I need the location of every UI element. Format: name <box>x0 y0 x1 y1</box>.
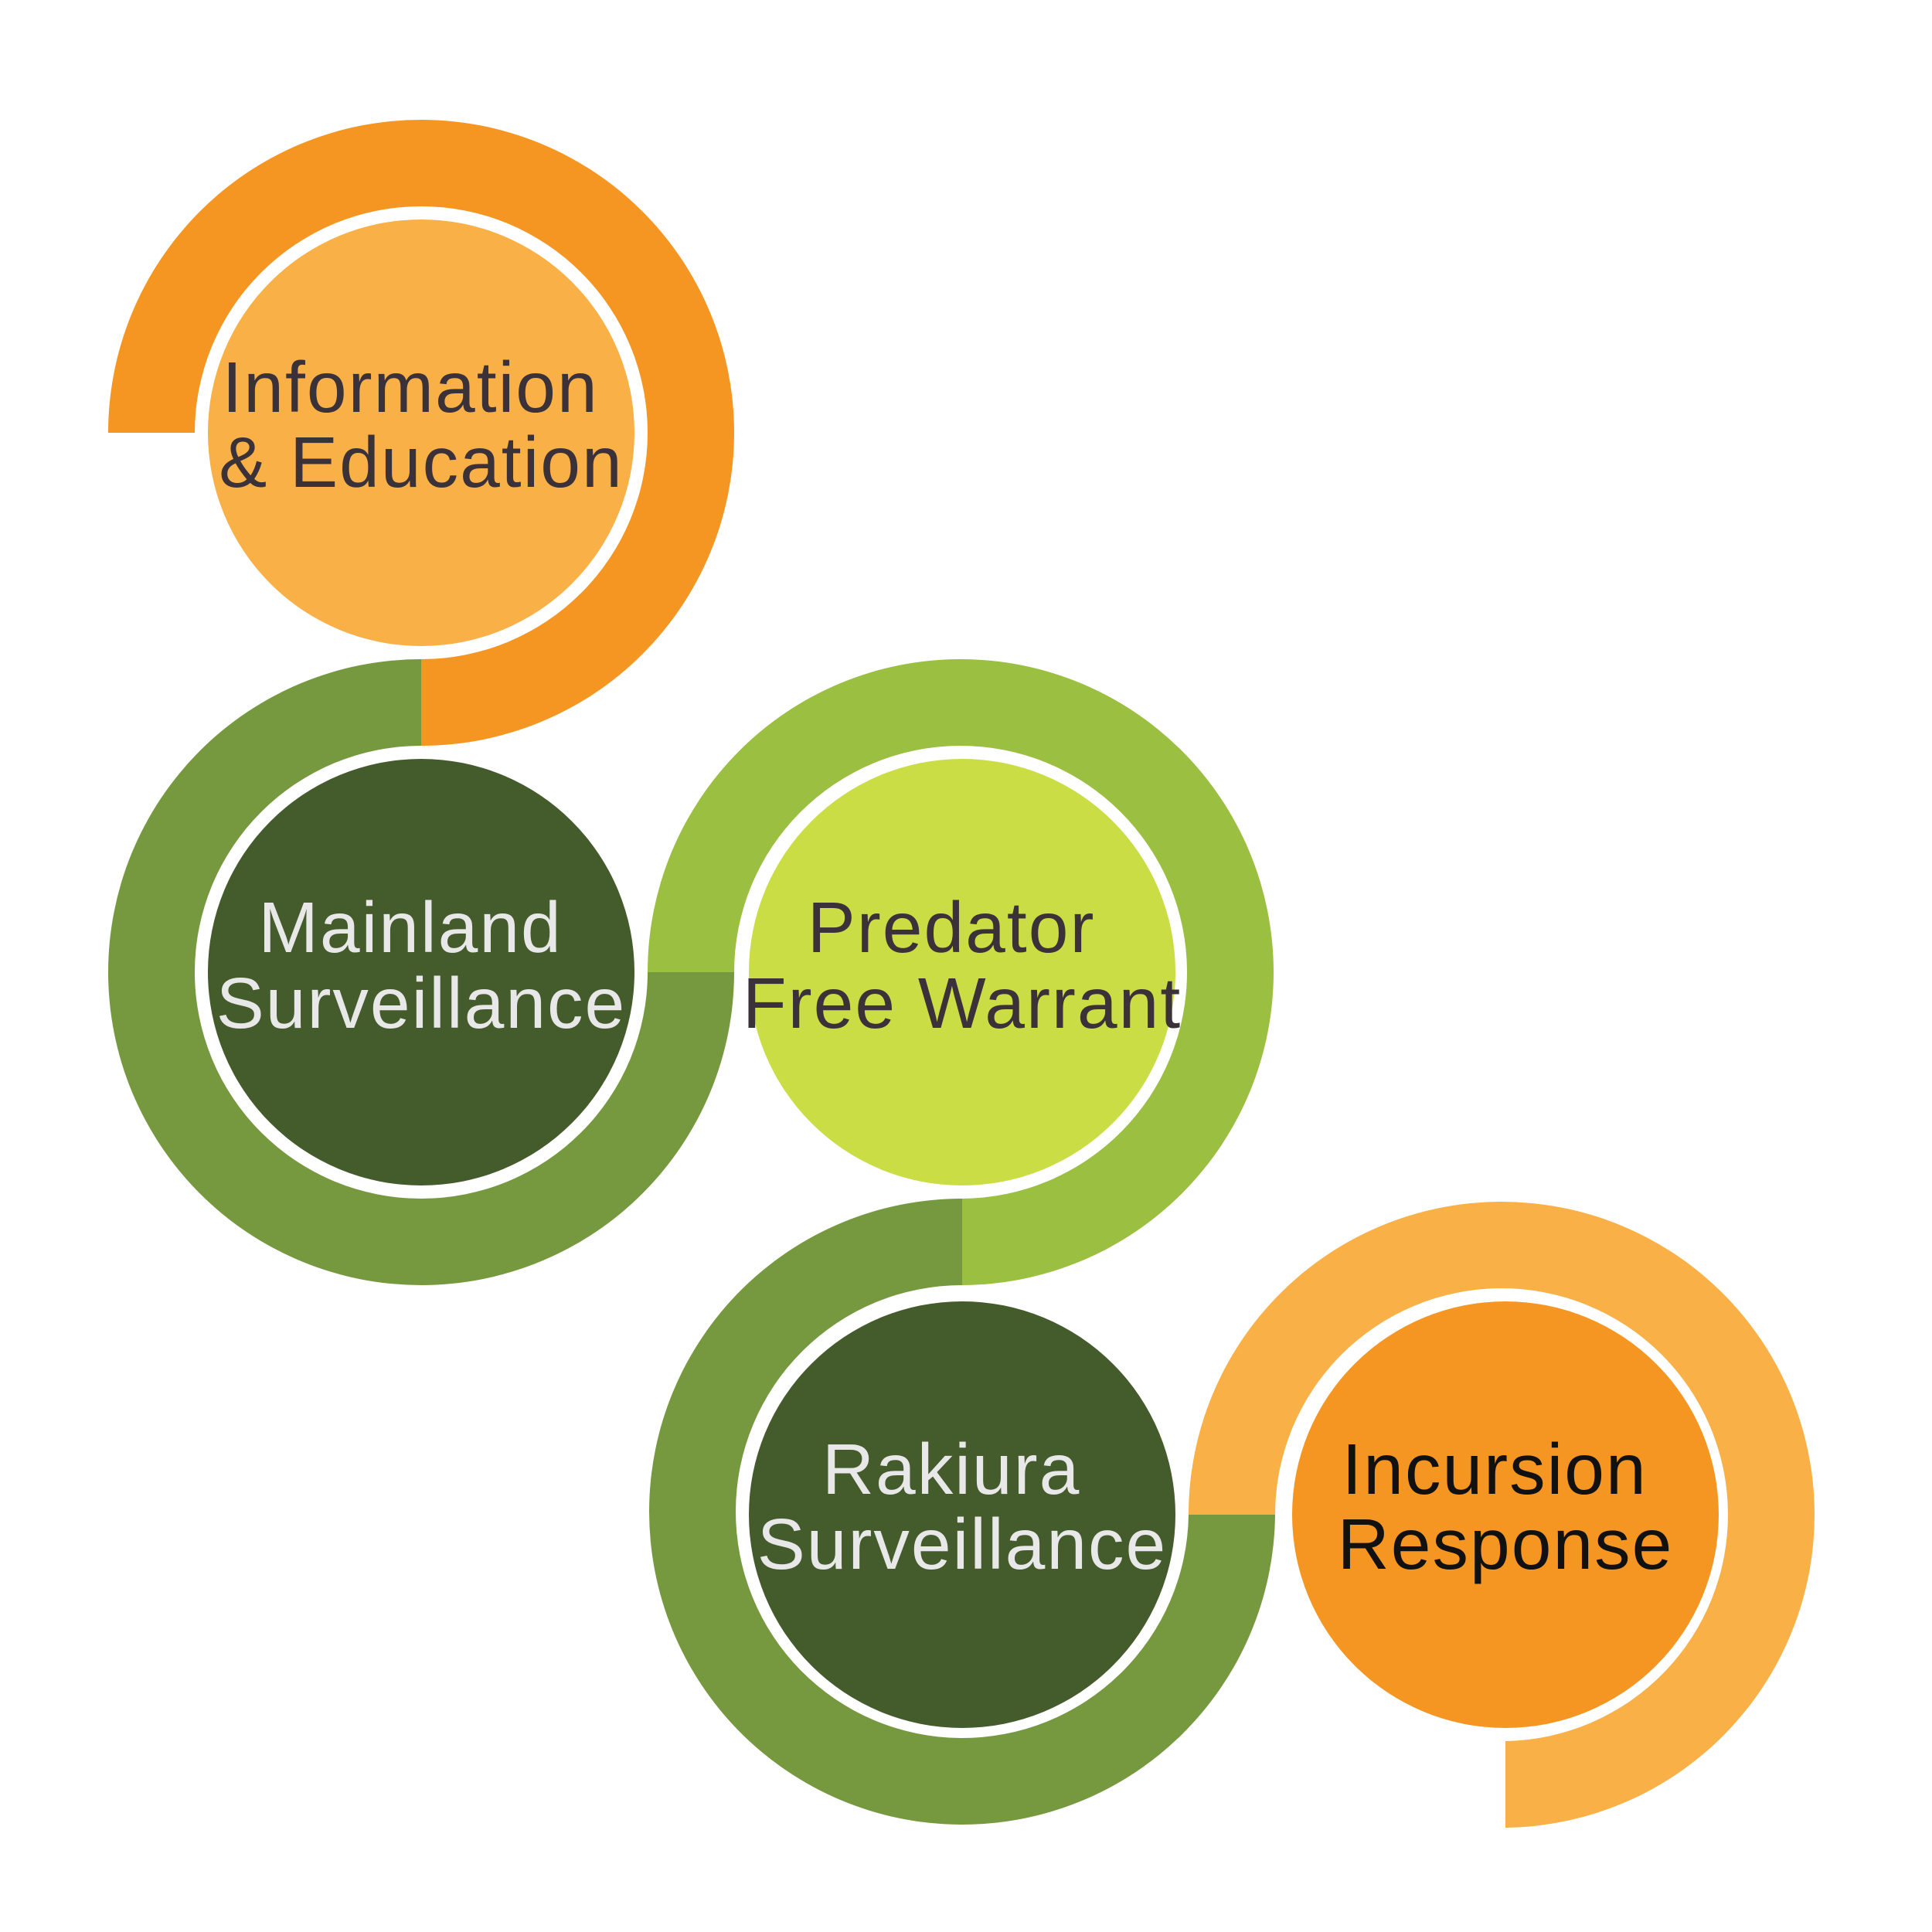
node-label-line-2: Surveillance <box>757 1504 1168 1584</box>
node-label-line-2: Surveillance <box>216 963 627 1043</box>
node-label-line-2: Response <box>1338 1504 1674 1584</box>
node-label-line-2: & Education <box>219 422 624 502</box>
svg-text:Incursion Response: Incursion Response <box>1338 1429 1674 1584</box>
svg-text:Rakiura Surveillance: Rakiura Surveillance <box>757 1429 1168 1584</box>
svg-text:Information & Education: Information & Education <box>219 347 624 502</box>
node-label-line-1: Information <box>222 347 598 427</box>
svg-text:Mainland Surveillance: Mainland Surveillance <box>216 887 627 1043</box>
node-rakiura-surveillance: Rakiura Surveillance <box>742 1294 1182 1735</box>
svg-text:Predator Free Warrant: Predator Free Warrant <box>743 887 1182 1043</box>
node-label-line-2: Free Warrant <box>743 963 1182 1043</box>
node-information-education: Information & Education <box>201 213 641 653</box>
node-predator-free-warrant: Predator Free Warrant <box>742 752 1182 1192</box>
node-label-line-1: Predator <box>808 887 1096 968</box>
node-fill <box>749 759 1175 1185</box>
node-fill <box>208 759 634 1185</box>
node-label-line-1: Incursion <box>1342 1429 1647 1509</box>
node-fill <box>749 1301 1175 1728</box>
node-fill <box>1292 1301 1719 1728</box>
node-mainland-surveillance: Mainland Surveillance <box>201 752 641 1192</box>
node-incursion-response: Incursion Response <box>1285 1294 1726 1735</box>
node-fill <box>208 219 634 646</box>
node-label-line-1: Mainland <box>258 887 562 968</box>
node-label-line-1: Rakiura <box>822 1429 1080 1509</box>
